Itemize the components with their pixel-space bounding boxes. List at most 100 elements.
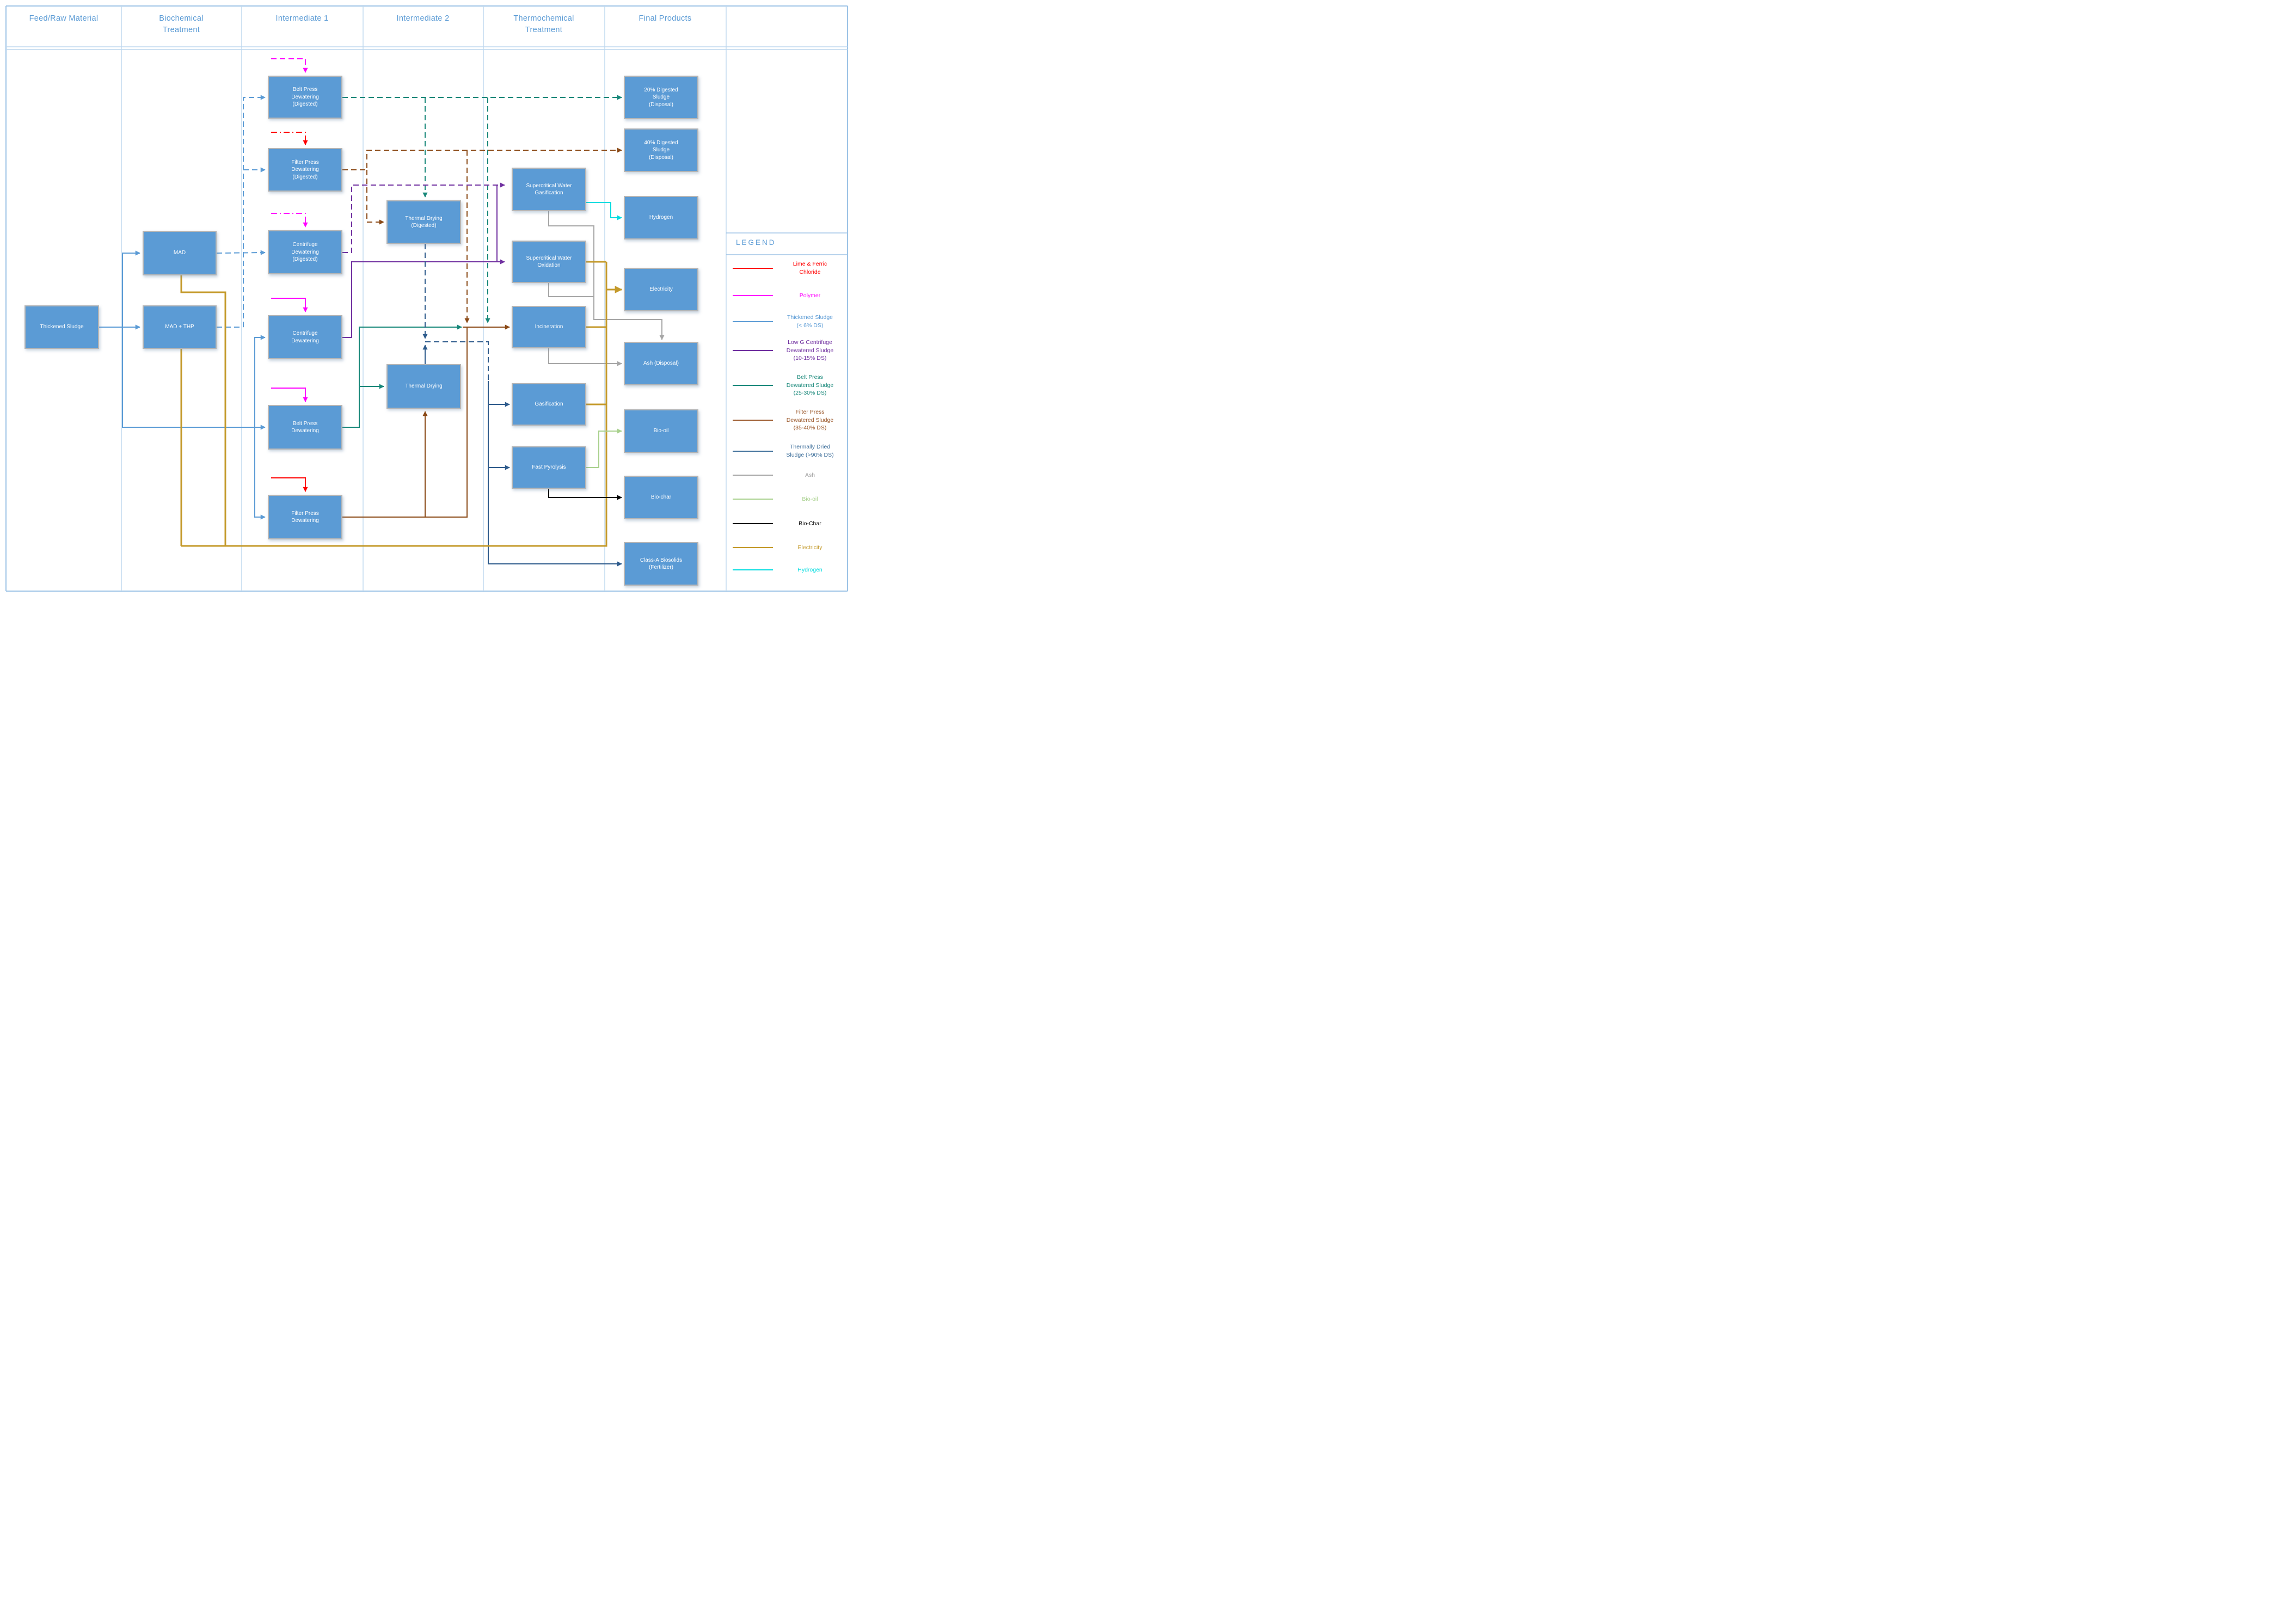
edge-filter-press-to-junction — [342, 327, 468, 518]
edge-lime-to-filter-digested — [271, 132, 308, 145]
legend-swatch-line — [733, 385, 773, 386]
legend-swatch-line — [733, 295, 773, 297]
legend-label: Filter Press Dewatered Sludge (35-40% DS… — [786, 409, 834, 432]
node-belt-press-dewatering: Belt Press Dewatering — [268, 405, 342, 450]
node-label: Ash (Disposal) — [643, 360, 679, 367]
legend-item: Low G Centrifuge Dewatered Sludge (10-15… — [732, 339, 847, 362]
node-bio-oil: Bio-oil — [624, 409, 698, 453]
legend-item: Electricity — [732, 544, 847, 552]
column-header-5: Thermochemical Treatment — [513, 14, 574, 35]
edge-mad-electricity-elbow — [180, 275, 226, 546]
edge-thickened-to-belt-press — [122, 327, 266, 430]
column-header-1: Feed/Raw Material — [29, 14, 99, 23]
node-label: Centrifuge Dewatering — [291, 330, 319, 344]
node-label: Filter Press Dewatering (Digested) — [291, 159, 319, 180]
edge-polymer-to-centrifuge — [271, 298, 308, 312]
edge-swg-to-hydrogen — [586, 202, 622, 220]
node-belt-press-dewatering-digested: Belt Press Dewatering (Digested) — [268, 76, 342, 119]
node-label: Thermal Drying (Digested) — [405, 215, 443, 229]
legend-swatch-line — [733, 420, 773, 421]
edge-polymer-to-belt-digested — [271, 58, 308, 73]
node-label: 40% Digested Sludge (Disposal) — [644, 139, 678, 161]
edge-riser-to-belt-press-digested — [243, 95, 266, 327]
node-label: Centrifuge Dewatering (Digested) — [291, 242, 319, 263]
column-header-6: Final Products — [639, 14, 692, 23]
node-label: Supercritical Water Oxidation — [526, 255, 572, 269]
legend-swatch-line — [733, 350, 773, 352]
legend-label: Bio-Char — [799, 520, 821, 527]
edge-dried-merge-to-trunk — [425, 341, 489, 381]
column-header-4: Intermediate 2 — [396, 14, 450, 23]
legend-item: Bio-Char — [732, 520, 847, 528]
legend-item: Belt Press Dewatered Sludge (25-30% DS) — [732, 373, 847, 397]
node-label: Thickened Sludge — [40, 324, 84, 330]
node-class-a-biosolids: Class-A Biosolids (Fertilizer) — [624, 542, 698, 586]
legend-label: Belt Press Dewatered Sludge (25-30% DS) — [786, 374, 834, 397]
node-centrifuge-dewatering-digested: Centrifuge Dewatering (Digested) — [268, 230, 342, 274]
legend-swatch-line — [733, 321, 773, 322]
legend-label: Lime & Ferric Chloride — [793, 261, 827, 275]
column-header-2: Biochemical Treatment — [159, 14, 204, 35]
legend-title: LEGEND — [736, 238, 776, 247]
node-label: Supercritical Water Gasification — [526, 182, 572, 196]
legend-item: Polymer — [732, 292, 847, 300]
edge-polymer-to-centrifuge-digested — [271, 213, 308, 228]
grid — [5, 5, 848, 592]
node-ash-disposal: Ash (Disposal) — [624, 342, 698, 385]
edge-thickened-to-mad — [122, 250, 140, 327]
legend-swatch-line — [733, 547, 773, 549]
node-filter-press-dewatering-digested: Filter Press Dewatering (Digested) — [268, 148, 342, 192]
legend-swatch-line — [733, 267, 773, 269]
node-thermal-drying: Thermal Drying — [386, 364, 461, 409]
edge-centrifuge-to-swo — [342, 259, 505, 338]
node-incineration: Incineration — [512, 306, 586, 348]
legend-item: Lime & Ferric Chloride — [732, 260, 847, 276]
node-thermal-drying-digested: Thermal Drying (Digested) — [386, 200, 461, 244]
edge-incineration-to-ash — [548, 348, 622, 366]
edge-swg-ash-to-ash-top — [548, 211, 665, 340]
edge-electricity-trunk — [181, 262, 607, 547]
node-label: Hydrogen — [649, 214, 673, 221]
node-label: MAD — [173, 250, 186, 256]
edge-riser-to-centrifuge — [254, 335, 266, 427]
node-label: Belt Press Dewatering (Digested) — [291, 87, 319, 108]
node-supercritical-water-gasification: Supercritical Water Gasification — [512, 168, 586, 211]
node-label: Thermal Drying — [405, 383, 443, 390]
legend-swatch-line — [733, 450, 773, 452]
legend-item: Ash — [732, 471, 847, 480]
legend-label: Polymer — [799, 292, 821, 299]
node-centrifuge-dewatering: Centrifuge Dewatering — [268, 315, 342, 359]
edge-riser-to-filter-press — [254, 427, 266, 520]
legend-label: Low G Centrifuge Dewatered Sludge (10-15… — [786, 339, 834, 362]
legend-swatch-line — [733, 569, 773, 571]
legend-swatch-line — [733, 499, 773, 500]
legend-item: Thickened Sludge (< 6% DS) — [732, 314, 847, 329]
edge-brown-to-thermal-digested — [366, 170, 384, 225]
node-label: Gasification — [535, 401, 563, 408]
legend-swatch-line — [733, 475, 773, 476]
legend-label: Hydrogen — [797, 567, 822, 573]
node-label: Bio-char — [650, 494, 672, 501]
node-digested-sludge-40: 40% Digested Sludge (Disposal) — [624, 128, 698, 172]
edges — [99, 58, 665, 567]
node-digested-sludge-20: 20% Digested Sludge (Disposal) — [624, 76, 698, 119]
edge-fp-to-bio-oil — [586, 428, 622, 468]
legend-label: Bio-oil — [802, 496, 818, 502]
node-label: Fast Pyrolysis — [532, 464, 566, 471]
node-label: Incineration — [535, 324, 563, 330]
node-label: Bio-oil — [653, 428, 669, 434]
node-mad: MAD — [143, 231, 217, 275]
legend-label: Electricity — [797, 544, 822, 551]
node-fast-pyrolysis: Fast Pyrolysis — [512, 446, 586, 489]
edge-fp-to-bio-char — [548, 489, 622, 500]
legend-item: Bio-oil — [732, 495, 847, 503]
node-label: MAD + THP — [165, 324, 194, 330]
node-label: Electricity — [649, 286, 673, 293]
node-filter-press-dewatering: Filter Press Dewatering — [268, 495, 342, 539]
node-mad-thp: MAD + THP — [143, 305, 217, 349]
legend-item: Thermally Dried Sludge (>90% DS) — [732, 443, 847, 459]
legend-label: Thermally Dried Sludge (>90% DS) — [786, 444, 834, 458]
node-gasification: Gasification — [512, 383, 586, 426]
edge-swo-ash-to-trunk — [548, 283, 594, 297]
